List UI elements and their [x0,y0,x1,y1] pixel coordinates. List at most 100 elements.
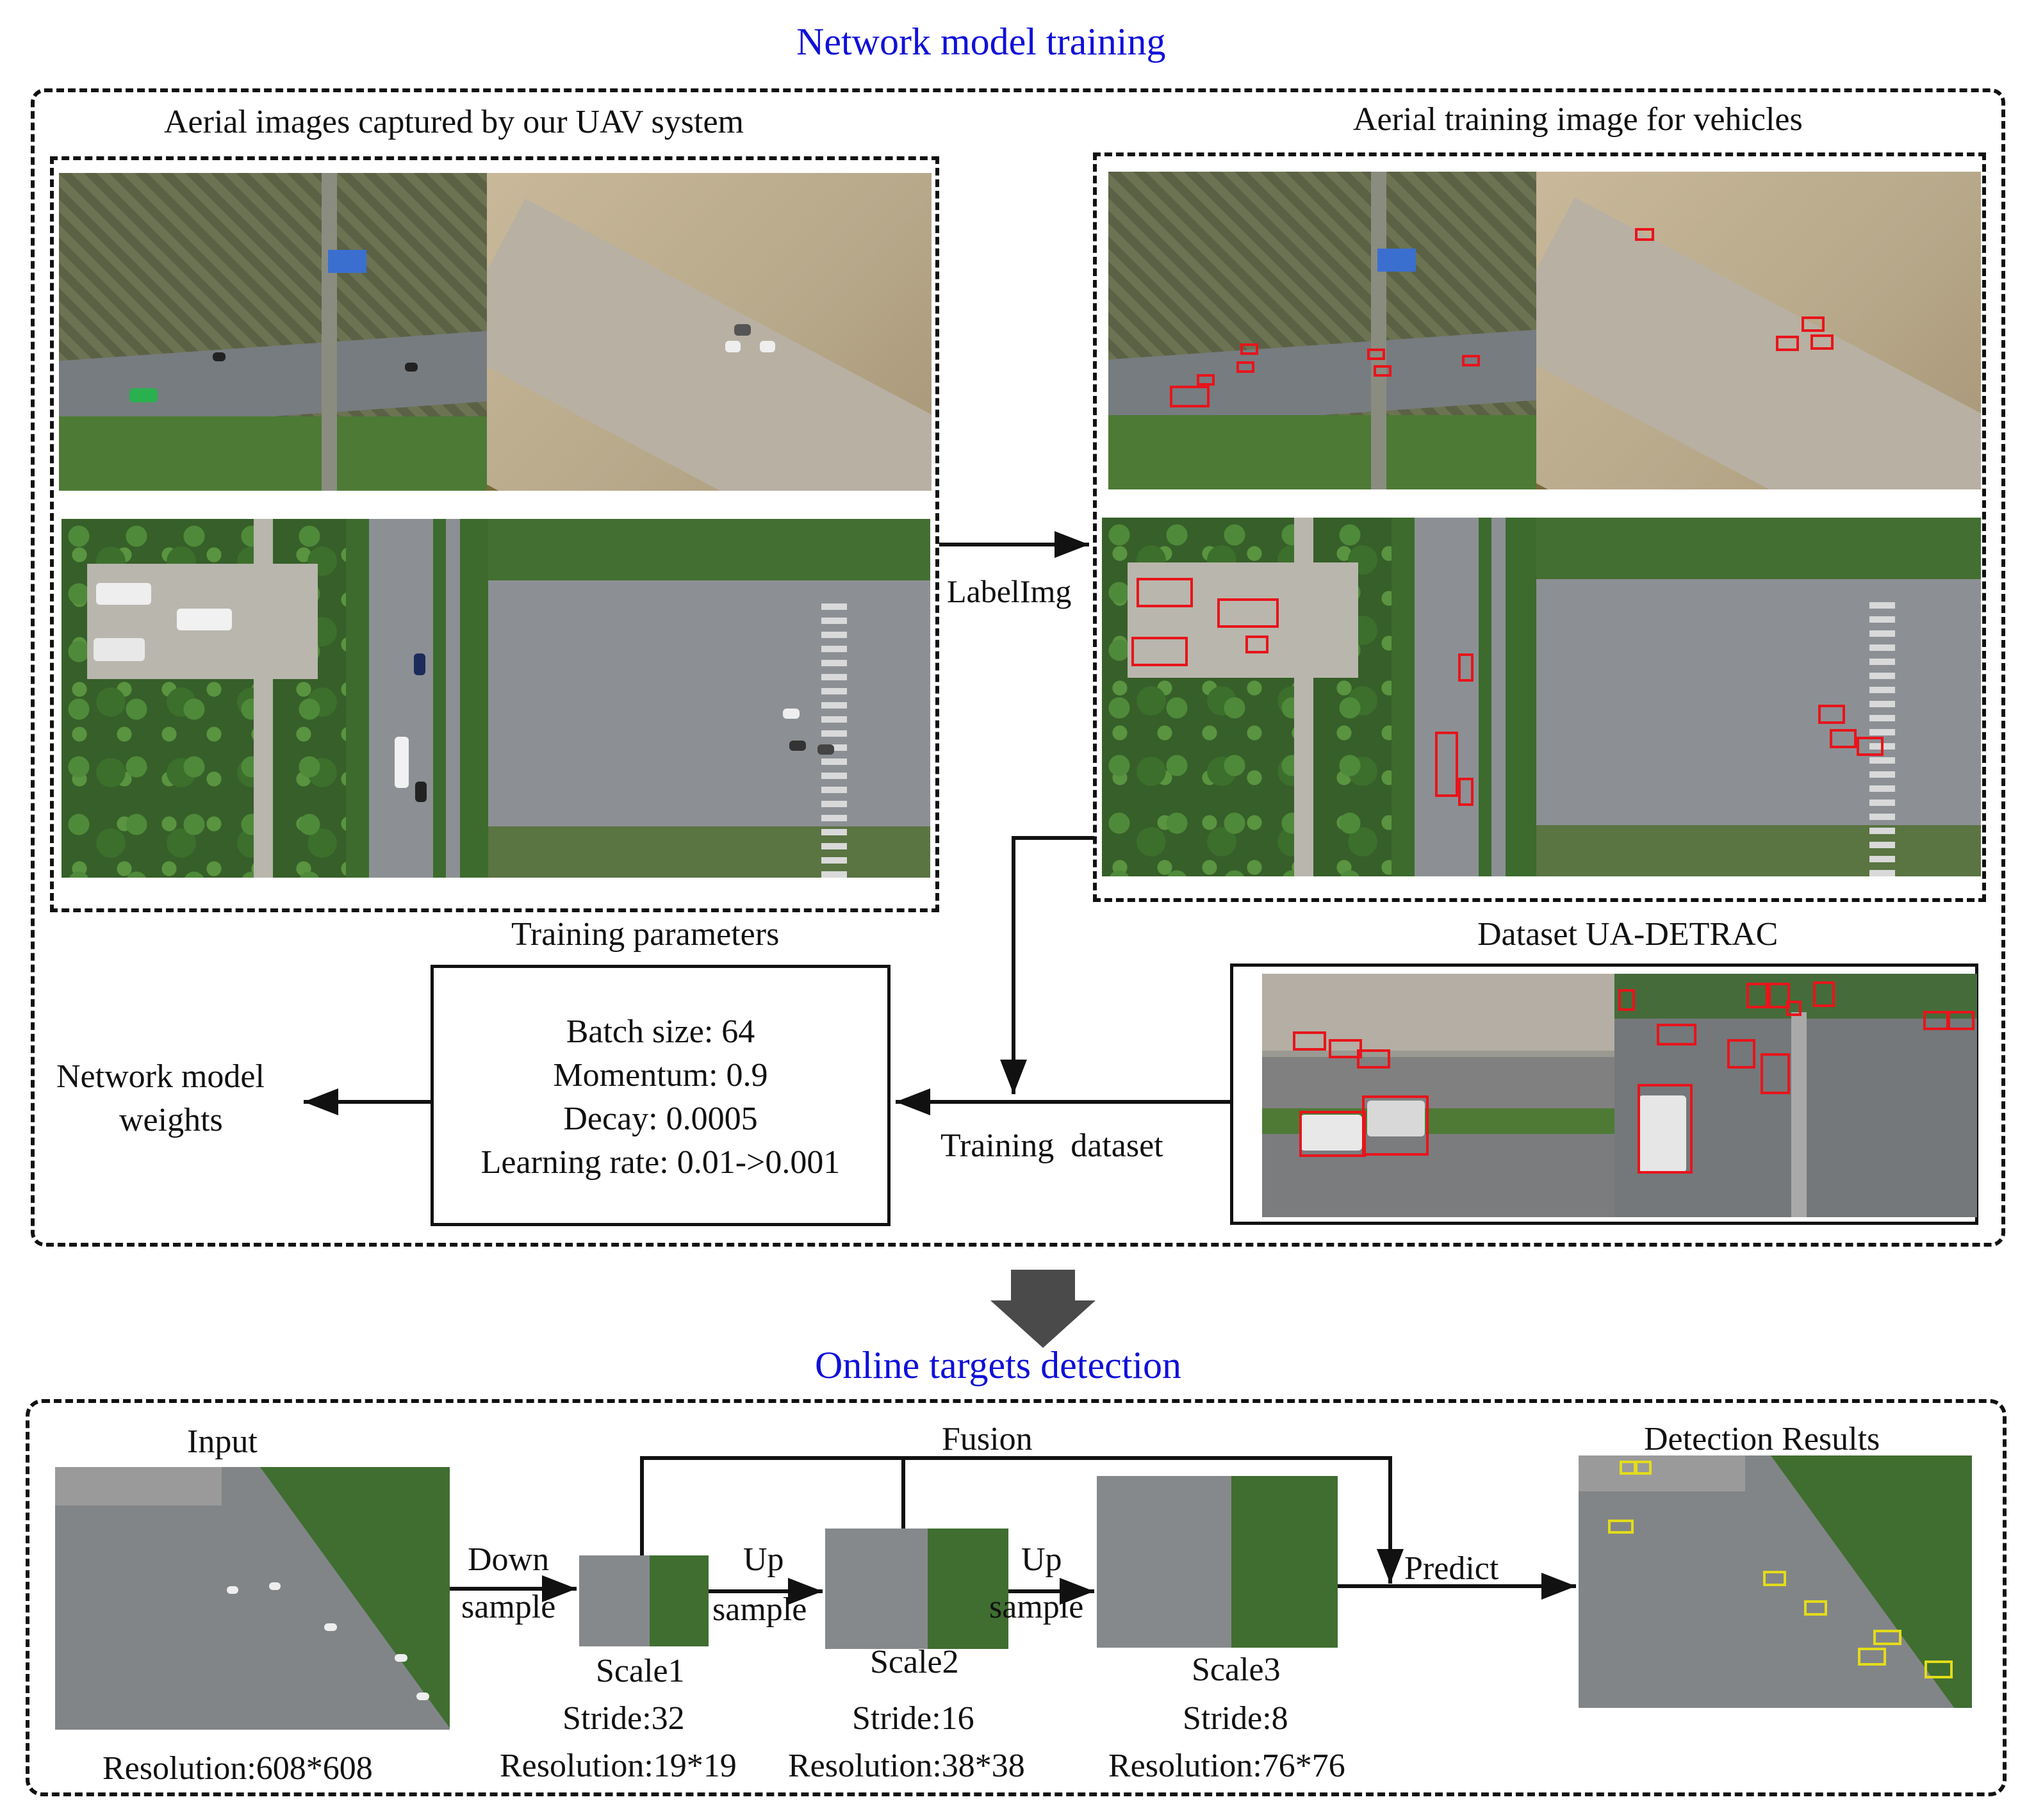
dataset-label: Dataset UA-DETRAC [1477,916,1778,953]
vehicle-bounding-box [1761,1053,1790,1094]
detection-bounding-box [1608,1520,1634,1534]
scale1-resolution: Resolution:19*19 [500,1748,737,1784]
vehicle-bounding-box [1197,374,1215,386]
labeled-images-frame [1093,152,1986,902]
vehicle-bounding-box [1329,1039,1362,1058]
dataset-photo-highway [1262,974,1614,1217]
vehicle-bounding-box [1240,343,1258,355]
up1-label: Up [743,1541,784,1578]
predict-label: Predict [1404,1550,1499,1587]
vehicle-bounding-box [1137,578,1193,607]
detection-bounding-box [1925,1660,1953,1678]
labelimg-label: LabelImg [947,573,1072,609]
detection-bounding-box [1804,1600,1827,1616]
labeled-photo-farmland [1108,172,1536,489]
labeled-to-dataset-arrow [1000,836,1094,1094]
vehicle-bounding-box [1435,732,1458,797]
weights-label-line1: Network model [56,1058,265,1095]
vehicle-bounding-box [1367,348,1385,360]
vehicle-bounding-box [1657,1024,1696,1045]
captured-images-frame [50,156,939,912]
vehicle-bounding-box [1802,316,1825,332]
vehicle-bounding-box [1776,336,1799,351]
scale2-name: Scale2 [870,1644,959,1680]
vehicle-bounding-box [1245,635,1268,653]
vehicle-bounding-box [1818,705,1845,724]
vehicle-bounding-box [1458,778,1474,806]
labeled-photo-parking [1102,518,1392,876]
down-sample-label: sample [461,1589,556,1625]
scale3-stride: Stride:8 [1183,1700,1288,1737]
vehicle-bounding-box [1217,598,1279,628]
vehicle-bounding-box [1813,981,1835,1007]
scale3-image [1097,1476,1338,1648]
detection-bounding-box [1858,1648,1886,1666]
vehicle-bounding-box [1362,1095,1429,1156]
vehicle-bounding-box [1786,1001,1802,1016]
vehicle-bounding-box [1635,228,1654,241]
vehicle-bounding-box [1236,361,1254,373]
vehicle-bounding-box [1357,1049,1390,1069]
vehicle-bounding-box [1458,653,1474,682]
aerial-photo-crossroad [488,519,930,878]
aerial-photo-farmland [59,173,487,491]
up2-label: Up [1021,1541,1062,1578]
training-parameters-label: Training parameters [511,916,780,953]
dataset-photo-street [1614,974,1977,1217]
scale1-image [579,1555,709,1646]
labeled-photo-crossroad [1536,518,1981,876]
labeled-photo-vertical-road [1392,518,1536,876]
input-image [55,1467,450,1730]
vehicle-bounding-box [1374,365,1392,377]
vehicle-bounding-box [1638,1084,1693,1174]
aerial-training-label: Aerial training image for vehicles [1353,101,1803,138]
param-learning-rate: Learning rate: 0.01->0.001 [480,1144,841,1181]
vehicle-bounding-box [1857,737,1884,756]
scale3-name: Scale3 [1192,1652,1281,1688]
detection-bounding-box [1635,1461,1652,1475]
vehicle-bounding-box [1948,1011,1974,1030]
vehicle-bounding-box [1462,355,1480,366]
scale2-image [825,1529,1008,1649]
scale2-resolution: Resolution:38*38 [788,1748,1025,1784]
detection-title: Online targets detection [815,1344,1182,1386]
vehicle-bounding-box [1618,989,1635,1011]
input-label: Input [187,1423,258,1460]
param-batch-size: Batch size: 64 [566,1013,755,1050]
results-label: Detection Results [1644,1421,1880,1457]
scale1-name: Scale1 [596,1653,685,1689]
param-decay: Decay: 0.0005 [563,1101,758,1137]
vehicle-bounding-box [1830,729,1857,748]
aerial-photo-parking [62,519,346,878]
aerial-photo-vertical-road [346,519,488,878]
down-label: Down [468,1541,550,1578]
vehicle-bounding-box [1170,386,1210,407]
training-parameters-box: Batch size: 64 Momentum: 0.9 Decay: 0.00… [431,965,891,1226]
vehicle-bounding-box [1768,983,1790,1008]
scale1-stride: Stride:32 [562,1700,685,1737]
aerial-captured-label: Aerial images captured by our UAV system [164,104,744,140]
training-dataset-label: Training dataset [940,1127,1163,1164]
results-image [1579,1455,1972,1708]
vehicle-bounding-box [1727,1039,1755,1069]
scale3-resolution: Resolution:76*76 [1108,1748,1345,1784]
vehicle-bounding-box [1293,1031,1326,1051]
fusion-label: Fusion [942,1421,1033,1457]
fusion-line [640,1456,1404,1584]
labeled-photo-highway [1536,172,1981,489]
stage-down-arrow [990,1270,1096,1348]
input-resolution-label: Resolution:608*608 [103,1750,373,1787]
training-section-frame [31,88,2005,1247]
vehicle-bounding-box [1131,637,1188,666]
aerial-photo-highway [487,173,932,491]
detection-bounding-box [1763,1571,1786,1586]
vehicle-bounding-box [1299,1111,1366,1157]
vehicle-bounding-box [1810,334,1834,350]
training-title: Network model training [796,20,1166,63]
detection-bounding-box [1873,1630,1901,1645]
detection-section-frame [26,1399,2007,1796]
vehicle-bounding-box [1746,983,1768,1008]
weights-label-line2: weights [119,1102,223,1138]
